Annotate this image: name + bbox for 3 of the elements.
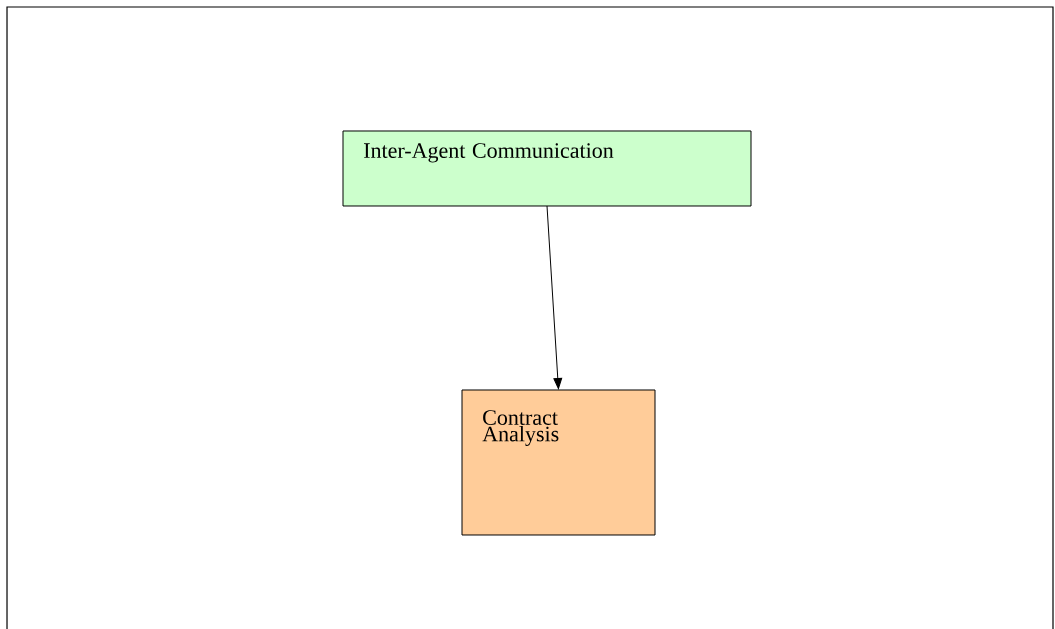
arrow <box>546 205 563 390</box>
process-box: Inter-Agent Communication <box>342 130 752 207</box>
process-box: Contract Analysis <box>461 389 656 536</box>
